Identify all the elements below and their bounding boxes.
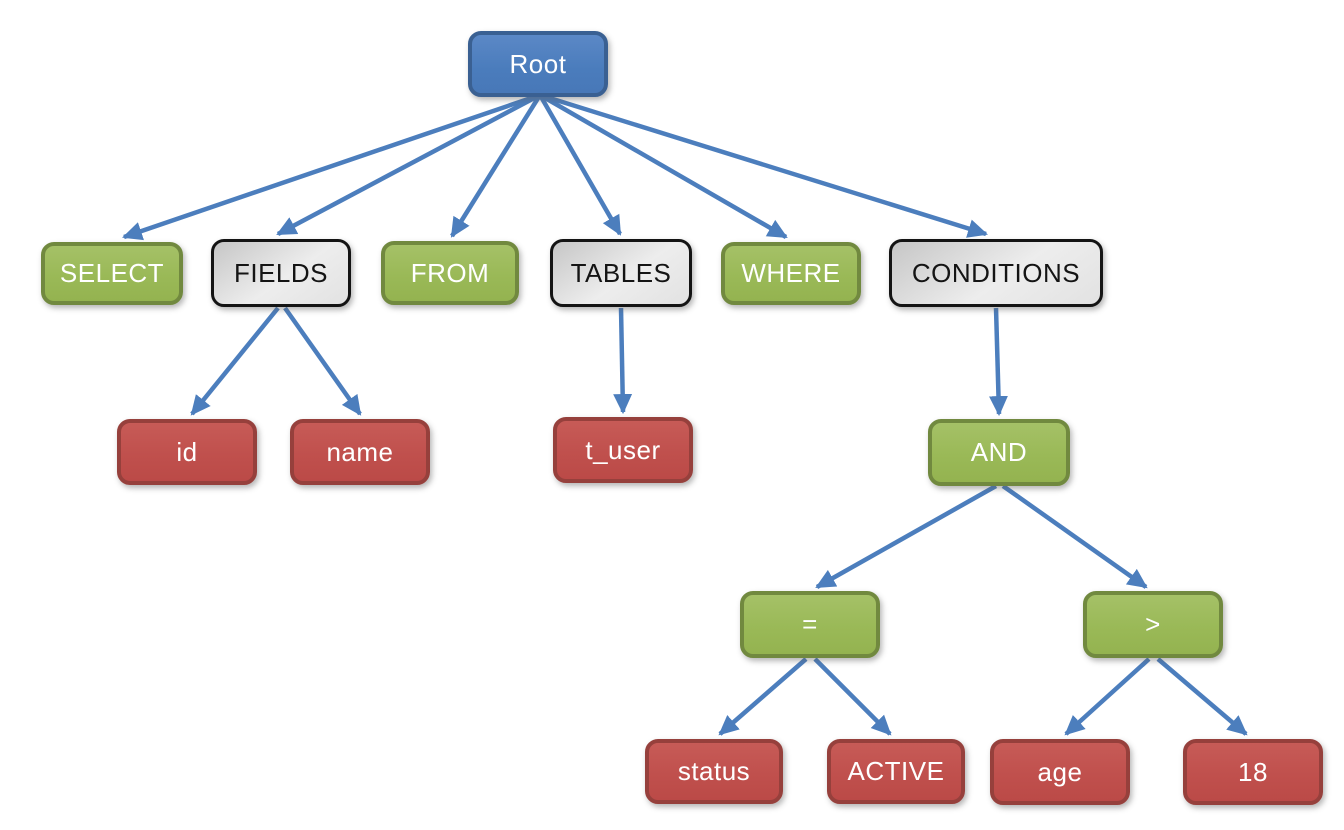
edge-root-fields	[276, 93, 542, 236]
edge-root-from	[450, 93, 542, 238]
node-fields: FIELDS	[211, 239, 351, 307]
node-tables: TABLES	[550, 239, 692, 307]
edge-root-select	[122, 92, 541, 241]
node-t-user: t_user	[553, 417, 693, 483]
edge-eq-active	[813, 657, 892, 736]
node-conditions: CONDITIONS	[889, 239, 1103, 307]
edge-and-eq	[815, 484, 998, 589]
edge-fields-name	[283, 306, 362, 416]
node-from: FROM	[381, 241, 519, 305]
edge-root-tables	[538, 93, 622, 236]
edge-root-where	[538, 93, 788, 239]
edge-gt-age	[1064, 657, 1151, 736]
node-age: age	[990, 739, 1130, 805]
edge-and-gt	[1001, 484, 1148, 589]
edge-fields-id	[190, 306, 280, 416]
edge-tables-tuser	[613, 307, 633, 415]
node-active: ACTIVE	[827, 739, 965, 804]
edge-conditions-and	[989, 307, 1008, 417]
edge-eq-status	[718, 657, 808, 736]
node-and: AND	[928, 419, 1070, 486]
node-18: 18	[1183, 739, 1323, 805]
edge-root-conditions	[539, 92, 988, 238]
node-id: id	[117, 419, 257, 485]
node-name: name	[290, 419, 430, 485]
node-select: SELECT	[41, 242, 183, 305]
node-equals: =	[740, 591, 880, 658]
node-where: WHERE	[721, 242, 861, 305]
edge-gt-18	[1156, 657, 1248, 736]
node-greater: >	[1083, 591, 1223, 658]
node-status: status	[645, 739, 783, 804]
node-root: Root	[468, 31, 608, 97]
